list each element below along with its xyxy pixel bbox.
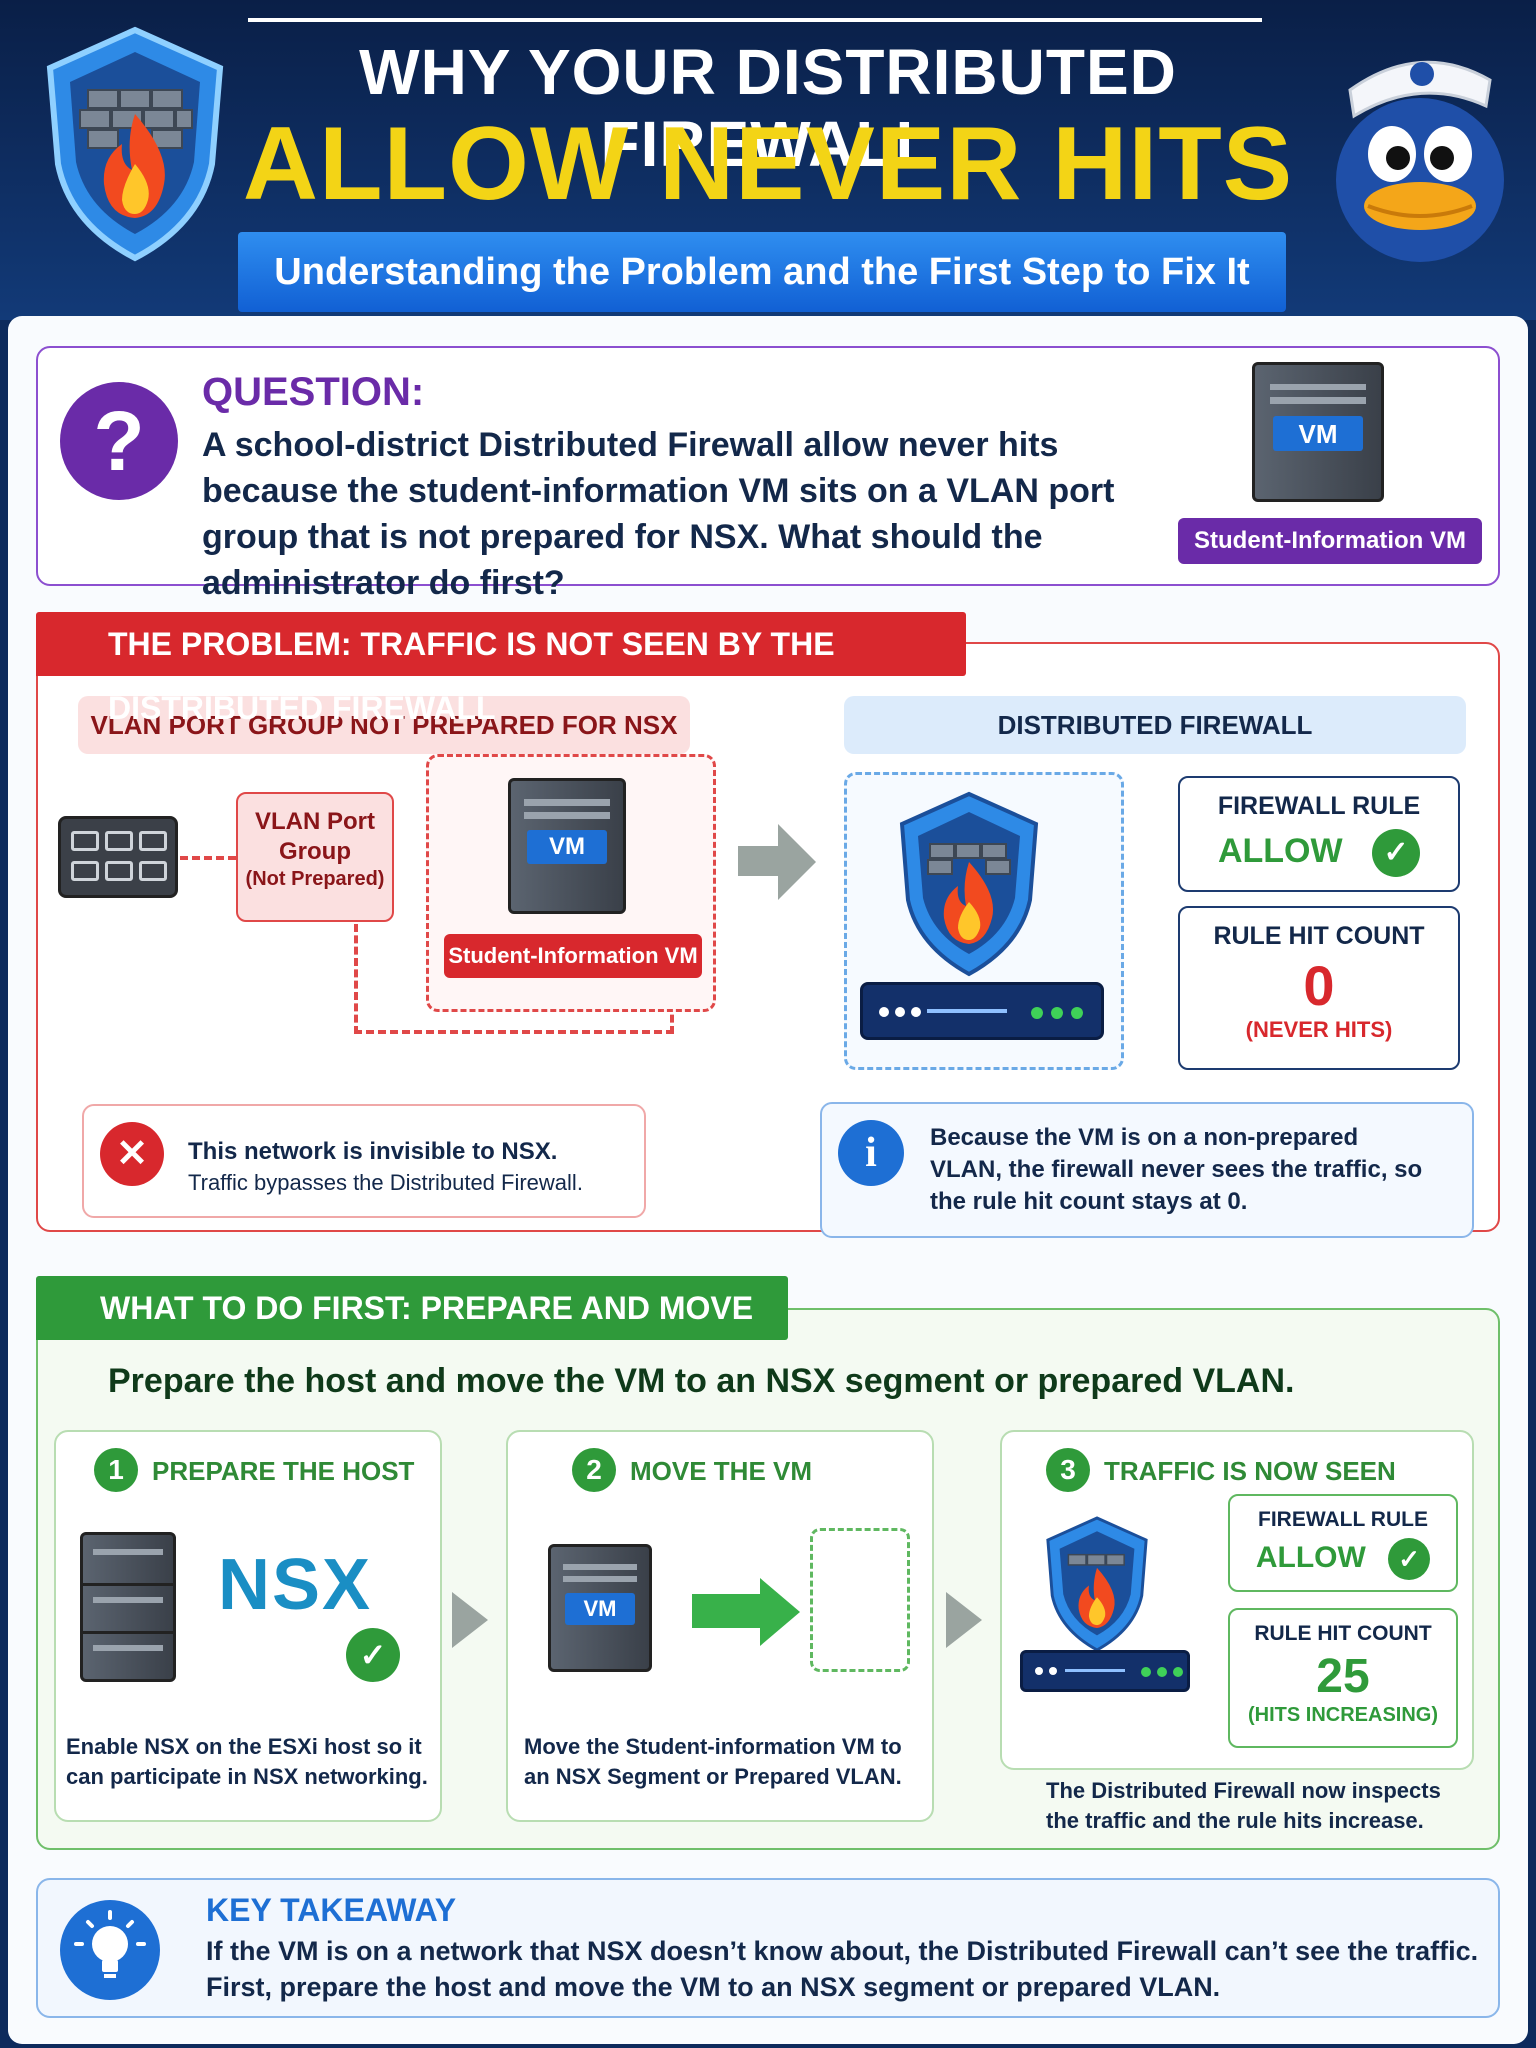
server-vm-icon: VM [508, 778, 626, 914]
check-icon: ✓ [1372, 829, 1421, 877]
solution-card: Prepare the host and move the VM to an N… [36, 1308, 1500, 1850]
check-icon: ✓ [1388, 1538, 1431, 1580]
subtitle-bar: Understanding the Problem and the First … [238, 232, 1286, 312]
vm-badge: Student-Information VM [444, 934, 702, 978]
vm-badge: Student-Information VM [1178, 518, 1482, 564]
shield-firewall-icon [899, 791, 1039, 977]
rule-value: ALLOW ✓ [1180, 829, 1458, 877]
step-text: Move the Student-information VM to an NS… [524, 1734, 902, 1789]
main-panel: ? QUESTION: A school-district Distribute… [8, 316, 1528, 2044]
takeaway-title: KEY TAKEAWAY [206, 1892, 457, 1928]
vm-label: VM [564, 1593, 636, 1626]
question-icon: ? [60, 382, 178, 500]
vlan-header: VLAN PORT GROUP NOT PREPARED FOR NSX [78, 696, 690, 754]
step-prepare-host: 1 PREPARE THE HOST NSX ✓ Enable NSX on t… [54, 1430, 442, 1822]
step-traffic-seen: 3 TRAFFIC IS NOW SEEN FIREWALL RULE [1000, 1430, 1474, 1770]
hit-title: RULE HIT COUNT [1213, 922, 1425, 950]
check-icon: ✓ [346, 1628, 400, 1682]
vlan-port-group: VLAN Port Group (Not Prepared) [236, 792, 394, 922]
appliance-icon [860, 982, 1104, 1040]
step-number: 2 [572, 1448, 616, 1492]
step-title: MOVE THE VM [630, 1456, 813, 1486]
title-line-2: ALLOW NEVER HITS [242, 106, 1294, 222]
rule-value-text: ALLOW [1217, 831, 1343, 870]
firewall-rule-box: FIREWALL RULE ALLOW ✓ [1178, 776, 1460, 892]
rule-title: FIREWALL RULE [1258, 1508, 1428, 1531]
error-x-icon: ✕ [100, 1122, 164, 1186]
header-banner: WHY YOUR DISTRIBUTED FIREWALL ALLOW NEVE… [0, 0, 1536, 320]
question-text: A school-district Distributed Firewall a… [202, 426, 1115, 602]
rule-value-text: ALLOW [1255, 1540, 1366, 1574]
solution-headline: Prepare the host and move the VM to an N… [108, 1362, 1295, 1400]
server-vm-icon: VM [1252, 362, 1384, 502]
vm-label: VM [1272, 415, 1364, 451]
port-group-line-1: VLAN Port [255, 808, 375, 835]
arrow-right-icon [452, 1592, 488, 1648]
hit-title: RULE HIT COUNT [1254, 1622, 1432, 1645]
hit-count-box: RULE HIT COUNT 25 (HITS INCREASING) [1228, 1608, 1458, 1748]
dashed-link [180, 856, 236, 860]
info-text: Because the VM is on a non-prepared VLAN… [930, 1124, 1423, 1215]
hit-note: (HITS INCREASING) [1248, 1704, 1438, 1726]
hit-note: (NEVER HITS) [1245, 1017, 1393, 1042]
arrow-right-icon-head [778, 824, 816, 900]
takeaway-line-2: First, prepare the host and move the VM … [206, 1972, 1221, 2002]
network-switch-icon [58, 816, 178, 898]
step-3-text: The Distributed Firewall now inspects th… [1046, 1778, 1441, 1833]
move-arrow-head [760, 1578, 800, 1646]
question-title: QUESTION: [202, 370, 425, 414]
problem-card: VLAN PORT GROUP NOT PREPARED FOR NSX DIS… [36, 642, 1500, 1238]
step-title: TRAFFIC IS NOW SEEN [1104, 1456, 1396, 1486]
vm-label: VM [526, 830, 608, 865]
rule-title: FIREWALL RULE [1217, 792, 1421, 820]
warning-box: ✕ This network is invisible to NSX. Traf… [82, 1104, 646, 1218]
step-number: 3 [1046, 1448, 1090, 1492]
arrow-right-icon [946, 1592, 982, 1648]
firewall-rule-box: FIREWALL RULE ALLOW ✓ [1228, 1494, 1458, 1592]
takeaway-card: KEY TAKEAWAY If the VM is on a network t… [36, 1878, 1500, 2018]
hit-value: 25 [1316, 1650, 1370, 1703]
hit-value: 0 [1303, 954, 1335, 1017]
question-card: ? QUESTION: A school-district Distribute… [36, 346, 1500, 602]
arrow-right-icon [738, 846, 780, 876]
port-group-line-3: (Not Prepared) [245, 868, 385, 890]
title-line-1: WHY YOUR DISTRIBUTED FIREWALL [359, 36, 1177, 180]
esxi-host-icon [80, 1532, 176, 1682]
info-icon: i [838, 1120, 904, 1186]
rule-value: ALLOW ✓ [1230, 1538, 1456, 1580]
step-number: 1 [94, 1448, 138, 1492]
step-title: PREPARE THE HOST [152, 1456, 415, 1486]
dfw-header: DISTRIBUTED FIREWALL [844, 696, 1466, 754]
nsx-logo: NSX [218, 1545, 373, 1625]
lightbulb-icon [60, 1900, 160, 2000]
step-text: Enable NSX on the ESXi host so it can pa… [66, 1734, 428, 1789]
header-rule [248, 18, 1262, 22]
step-move-vm: 2 MOVE THE VM VM Move the Student-inform… [506, 1430, 934, 1822]
target-segment-frame [810, 1528, 910, 1672]
shield-firewall-icon [1046, 1516, 1148, 1652]
takeaway-line-1: If the VM is on a network that NSX doesn… [206, 1936, 1479, 1966]
info-box: i Because the VM is on a non-prepared VL… [820, 1102, 1474, 1238]
problem-title: THE PROBLEM: TRAFFIC IS NOT SEEN BY THE … [36, 612, 966, 726]
duck-mascot-icon [1336, 60, 1504, 262]
appliance-icon [1020, 1650, 1190, 1692]
shield-firewall-icon [46, 26, 224, 262]
warning-line-1: This network is invisible to NSX. [188, 1138, 558, 1165]
solution-title: WHAT TO DO FIRST: PREPARE AND MOVE [36, 1276, 788, 1340]
port-group-line-2: Group [279, 838, 351, 865]
move-arrow-icon [692, 1594, 762, 1628]
hit-count-box: RULE HIT COUNT 0 (NEVER HITS) [1178, 906, 1460, 1070]
server-vm-icon: VM [548, 1544, 652, 1672]
warning-line-2: Traffic bypasses the Distributed Firewal… [188, 1170, 583, 1195]
